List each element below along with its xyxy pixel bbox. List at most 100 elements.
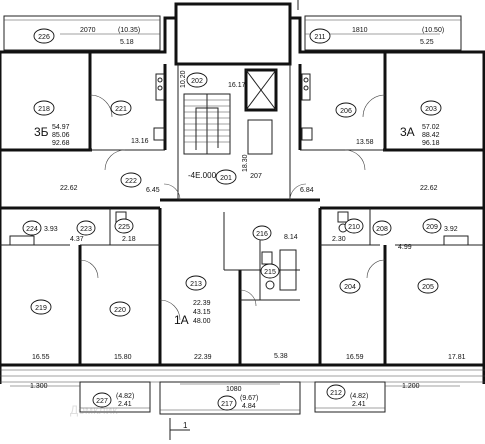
svg-text:17.81: 17.81 [448, 354, 466, 361]
svg-text:22.62: 22.62 [420, 185, 438, 192]
area-values: 2070 (10.35) 5.18 1810 (10.50) 5.25 16.1… [30, 27, 466, 430]
svg-text:219: 219 [35, 305, 47, 312]
svg-text:5.38: 5.38 [274, 353, 288, 360]
svg-text:1.200: 1.200 [402, 383, 420, 390]
svg-text:16.59: 16.59 [346, 354, 364, 361]
svg-text:6.84: 6.84 [300, 187, 314, 194]
svg-text:48.00: 48.00 [193, 318, 211, 325]
room-209: 209 [422, 218, 442, 234]
room-218: 218 [33, 100, 55, 116]
svg-text:204: 204 [344, 284, 356, 291]
room-202: 202 [186, 72, 208, 88]
svg-text:5.18: 5.18 [120, 39, 134, 46]
svg-text:(4.82): (4.82) [116, 393, 134, 400]
svg-text:92.68: 92.68 [52, 140, 70, 147]
svg-text:215: 215 [264, 269, 276, 276]
room-204: 204 [339, 278, 361, 294]
svg-text:216: 216 [256, 231, 268, 238]
axis-marker: 1 [183, 421, 188, 430]
svg-text:22.39: 22.39 [194, 354, 212, 361]
svg-text:16.17: 16.17 [228, 82, 246, 89]
svg-text:22.39: 22.39 [193, 300, 211, 307]
svg-text:208: 208 [376, 226, 388, 233]
svg-text:3.92: 3.92 [444, 226, 458, 233]
apartment-3a-label: 3А [400, 125, 415, 139]
svg-text:43.15: 43.15 [193, 309, 211, 316]
svg-text:221: 221 [115, 106, 127, 113]
svg-text:3.93: 3.93 [44, 226, 58, 233]
room-212: 212 [326, 384, 346, 400]
svg-text:2.30: 2.30 [332, 236, 346, 243]
svg-text:1.300: 1.300 [30, 383, 48, 390]
svg-text:(10.50): (10.50) [422, 27, 444, 34]
walls [0, 2, 485, 415]
svg-text:54.97: 54.97 [52, 124, 70, 131]
stairwell [183, 93, 231, 155]
room-223: 223 [76, 220, 96, 236]
svg-text:4.99: 4.99 [398, 244, 412, 251]
room-224: 224 [22, 220, 42, 236]
svg-text:85.06: 85.06 [52, 132, 70, 139]
svg-text:201: 201 [220, 175, 232, 182]
svg-text:88.42: 88.42 [422, 132, 440, 139]
watermark: Домклик [70, 403, 118, 417]
svg-text:96.18: 96.18 [422, 140, 440, 147]
svg-text:4.84: 4.84 [242, 403, 256, 410]
room-226: 226 [33, 28, 55, 44]
room-205: 205 [417, 278, 439, 294]
svg-text:2.41: 2.41 [352, 401, 366, 408]
svg-text:6.45: 6.45 [146, 187, 160, 194]
svg-text:217: 217 [221, 401, 233, 408]
svg-text:1080: 1080 [226, 386, 242, 393]
svg-text:10.20: 10.20 [180, 70, 187, 88]
svg-text:2070: 2070 [80, 27, 96, 34]
svg-text:57.02: 57.02 [422, 124, 440, 131]
svg-text:(9.67): (9.67) [240, 395, 258, 402]
apartment-1a-label: 1А [174, 313, 189, 327]
svg-text:220: 220 [114, 307, 126, 314]
room-221: 221 [110, 100, 132, 116]
svg-text:210: 210 [348, 224, 360, 231]
svg-text:8.14: 8.14 [284, 234, 298, 241]
room-210: 210 [344, 218, 364, 234]
svg-text:218: 218 [38, 106, 50, 113]
svg-text:211: 211 [314, 34, 325, 41]
room-201: 201 [215, 169, 237, 185]
svg-text:13.16: 13.16 [131, 138, 149, 145]
room-225: 225 [114, 218, 134, 234]
room-211: 211 [309, 28, 331, 44]
room-216: 216 [252, 225, 272, 241]
svg-text:1810: 1810 [352, 27, 368, 34]
dimension-lines [10, 0, 460, 440]
svg-text:224: 224 [26, 226, 38, 233]
room-217: 217 [217, 395, 237, 411]
room-labels: 226 211 218 221 202 206 203 222 201 224 … [22, 28, 442, 411]
svg-text:207: 207 [250, 173, 262, 180]
svg-text:202: 202 [191, 78, 203, 85]
svg-text:22.62: 22.62 [60, 185, 78, 192]
room-207: 207 [250, 173, 262, 180]
room-208: 208 [372, 220, 392, 236]
room-219: 219 [30, 299, 52, 315]
svg-text:16.55: 16.55 [32, 354, 50, 361]
svg-text:225: 225 [118, 224, 130, 231]
apartment-labels: 3Б 3А 1А [34, 125, 415, 327]
svg-text:212: 212 [330, 390, 342, 397]
door-swings [79, 94, 386, 321]
svg-text:2.18: 2.18 [122, 236, 136, 243]
svg-text:209: 209 [426, 224, 438, 231]
room-227: 227 [92, 392, 112, 408]
room-215: 215 [260, 263, 280, 279]
svg-text:18.30: 18.30 [242, 154, 249, 172]
elevation-mark: -4E.000 [188, 171, 217, 180]
room-206: 206 [335, 102, 357, 118]
svg-text:203: 203 [425, 106, 437, 113]
svg-text:(4.82): (4.82) [350, 393, 368, 400]
svg-text:223: 223 [80, 226, 92, 233]
svg-text:226: 226 [38, 34, 50, 41]
room-220: 220 [109, 301, 131, 317]
svg-text:2.41: 2.41 [118, 401, 132, 408]
room-222: 222 [120, 172, 142, 188]
